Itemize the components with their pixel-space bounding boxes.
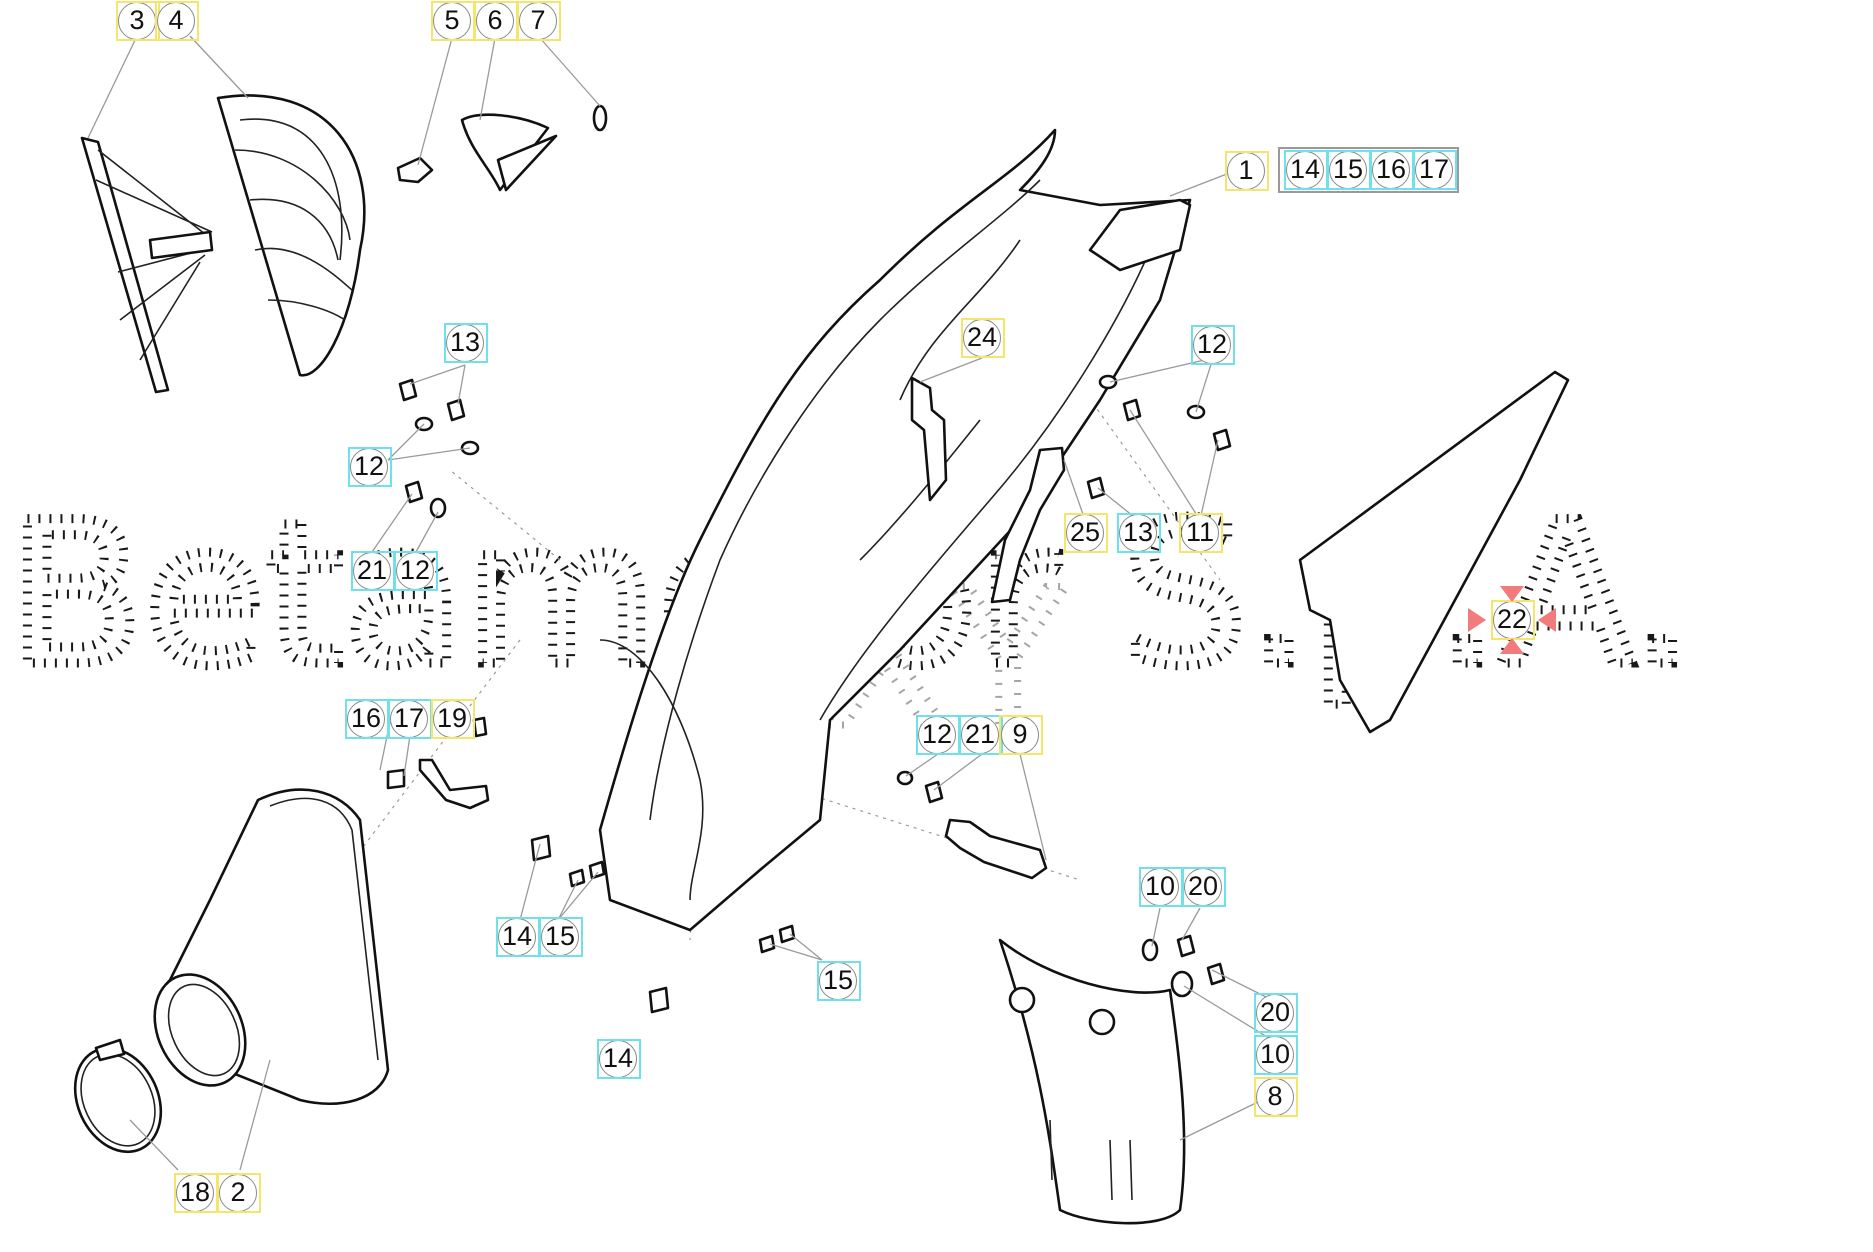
side-panel-part [1298,370,1570,734]
callout-15a[interactable]: 15 [1327,150,1371,190]
callout-9[interactable]: 9 [999,715,1043,755]
hose-clamp-part [73,1038,163,1154]
callout-14c[interactable]: 14 [597,1039,641,1079]
callout-21a[interactable]: 21 [351,551,395,591]
callout-20a[interactable]: 20 [1182,867,1226,907]
callout-18[interactable]: 18 [174,1173,218,1213]
callout-15b[interactable]: 15 [539,917,583,957]
callout-12d[interactable]: 12 [916,715,960,755]
callout-13a[interactable]: 13 [444,323,488,363]
callout-5[interactable]: 5 [431,1,475,41]
callout-1[interactable]: 1 [1225,151,1269,191]
callout-12c[interactable]: 12 [394,551,438,591]
callout-7[interactable]: 7 [517,1,561,41]
callout-4[interactable]: 4 [155,1,199,41]
number-plate-body-part [598,128,1192,932]
washer-part-7 [592,104,608,132]
exhaust-guard-part [998,938,1186,1225]
headlight-lens-part [216,94,366,377]
air-duct-part [153,788,390,1106]
callout-10b[interactable]: 10 [1254,1035,1298,1075]
bracket-part-25 [990,446,1066,604]
callout-3[interactable]: 3 [116,1,160,41]
callout-17b[interactable]: 17 [388,699,432,739]
callout-20b[interactable]: 20 [1254,993,1298,1033]
callout-6[interactable]: 6 [474,1,518,41]
callout-8[interactable]: 8 [1254,1077,1298,1117]
bracket-part-19 [418,758,490,810]
callout-22[interactable]: 22 [1491,600,1535,640]
callout-16a[interactable]: 16 [1370,150,1414,190]
tether-strap-part [944,818,1048,880]
headlight-bracket-part [80,136,214,394]
leader-lines [87,35,1273,1171]
callout-16b[interactable]: 16 [345,699,389,739]
callout-2[interactable]: 2 [217,1173,261,1213]
callout-25[interactable]: 25 [1064,513,1108,553]
callout-13b[interactable]: 13 [1117,513,1161,553]
callout-10a[interactable]: 10 [1139,867,1183,907]
callout-24[interactable]: 24 [961,318,1005,358]
callout-14b[interactable]: 14 [496,917,540,957]
callout-21b[interactable]: 21 [959,715,1003,755]
callout-19[interactable]: 19 [431,699,475,739]
bracket-part-24 [910,376,948,502]
callout-11[interactable]: 11 [1179,513,1223,553]
callout-15c[interactable]: 15 [817,961,861,1001]
reflector-part-6 [460,113,558,192]
clip-part-5 [396,156,434,184]
callout-group-box [1278,147,1459,193]
callout-17a[interactable]: 17 [1413,150,1457,190]
small-fasteners [386,374,1232,1014]
callout-12a[interactable]: 12 [1191,325,1235,365]
callout-14a[interactable]: 14 [1284,150,1328,190]
callout-12b[interactable]: 12 [348,447,392,487]
